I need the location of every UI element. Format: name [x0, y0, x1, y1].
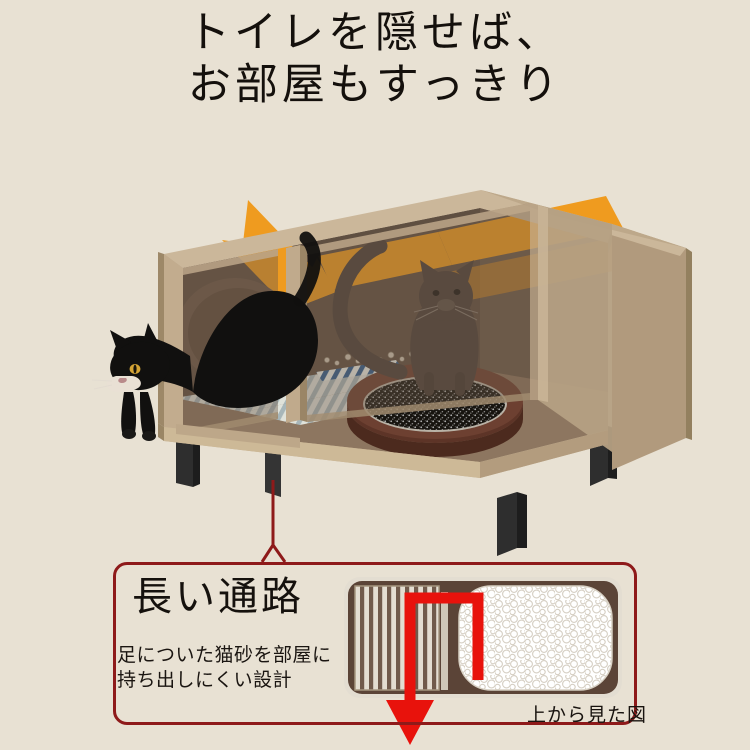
callout-subtext: 足についた猫砂を部屋に 持ち出しにくい設計 [117, 643, 332, 693]
callout-heading: 長い通路 [132, 574, 304, 619]
cabinet-right-panel [608, 224, 692, 470]
top-view-diagram [344, 577, 622, 745]
title-line-2: お部屋もすっきり [187, 62, 563, 109]
callout-box [113, 562, 637, 725]
grey-cat-sitting [332, 238, 479, 396]
callout-subtext-line-2: 持ち出しにくい設計 [117, 670, 293, 691]
page-title: トイレを隠せば、 お部屋もすっきり [0, 8, 750, 112]
callout-pointer [260, 480, 287, 563]
top-view-label: 上から見た図 [527, 705, 648, 726]
title-line-1: トイレを隠せば、 [187, 10, 563, 57]
acrylic-panel-right [538, 205, 612, 452]
black-cat-lying [91, 231, 321, 441]
front-rail [176, 424, 300, 448]
callout-subtext-line-1: 足についた猫砂を部屋に [117, 645, 332, 666]
